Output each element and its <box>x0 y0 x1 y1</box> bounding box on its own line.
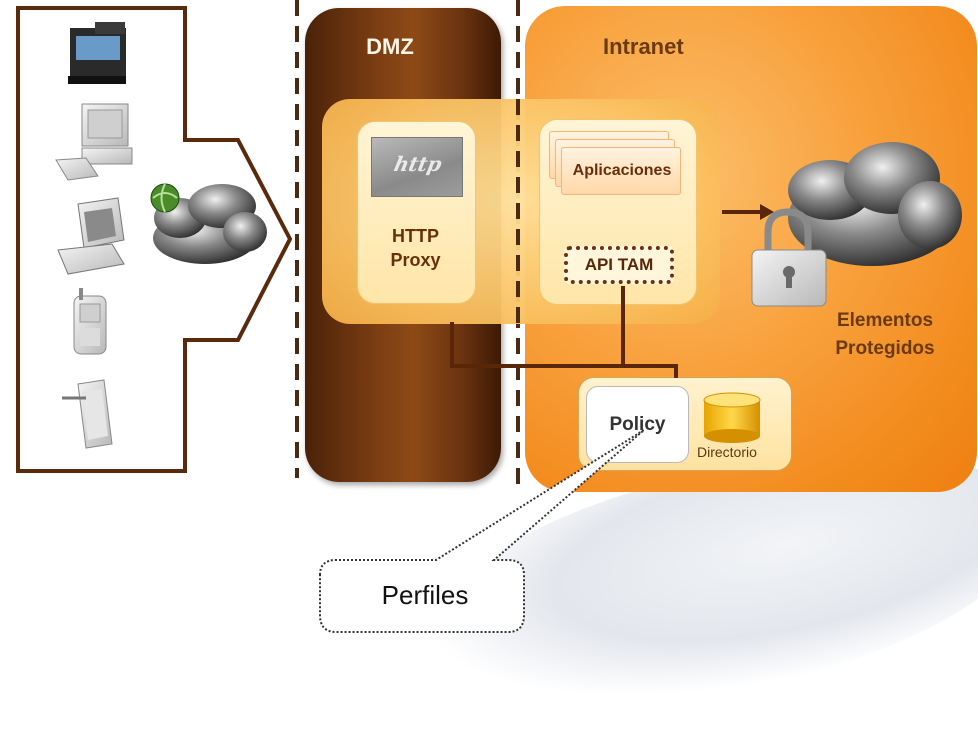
http-proxy-label: HTTP Proxy <box>357 224 474 272</box>
mobile-phone-icon <box>73 288 107 355</box>
protected-line2: Protegidos <box>835 338 935 359</box>
diagram-overlay <box>55 22 962 633</box>
protected-elements-label: Elementos Protegidos <box>800 307 970 363</box>
laptop-icon <box>57 197 125 275</box>
perfiles-callout <box>319 429 645 633</box>
dmz-title: DMZ <box>366 34 414 59</box>
pda-icon <box>62 379 113 449</box>
protected-cloud-icon <box>788 142 962 266</box>
http-image <box>371 137 463 197</box>
http-proxy-line1: HTTP <box>392 226 439 246</box>
globe-icon <box>150 183 180 213</box>
padlock-icon <box>751 208 827 307</box>
protected-line1: Elementos <box>836 310 934 331</box>
proxy-to-policy-line <box>450 322 678 378</box>
boundary-overlay <box>516 99 520 324</box>
internet-cloud-icon <box>153 184 267 264</box>
api-tam-box: API TAM <box>564 246 674 284</box>
perfiles-label: Perfiles <box>381 580 469 610</box>
intranet-title: Intranet <box>603 34 684 59</box>
atm-icon <box>68 22 126 84</box>
directory-icon <box>703 392 761 443</box>
http-proxy-line2: Proxy <box>390 250 441 270</box>
desktop-computer-icon <box>55 103 133 181</box>
connectors <box>450 210 762 378</box>
applications-label: Aplicaciones <box>572 162 672 179</box>
policy-box: Policy <box>586 386 689 463</box>
directory-label: Directorio <box>697 444 757 460</box>
arrow-head <box>760 204 774 220</box>
app-card-front <box>561 147 681 195</box>
